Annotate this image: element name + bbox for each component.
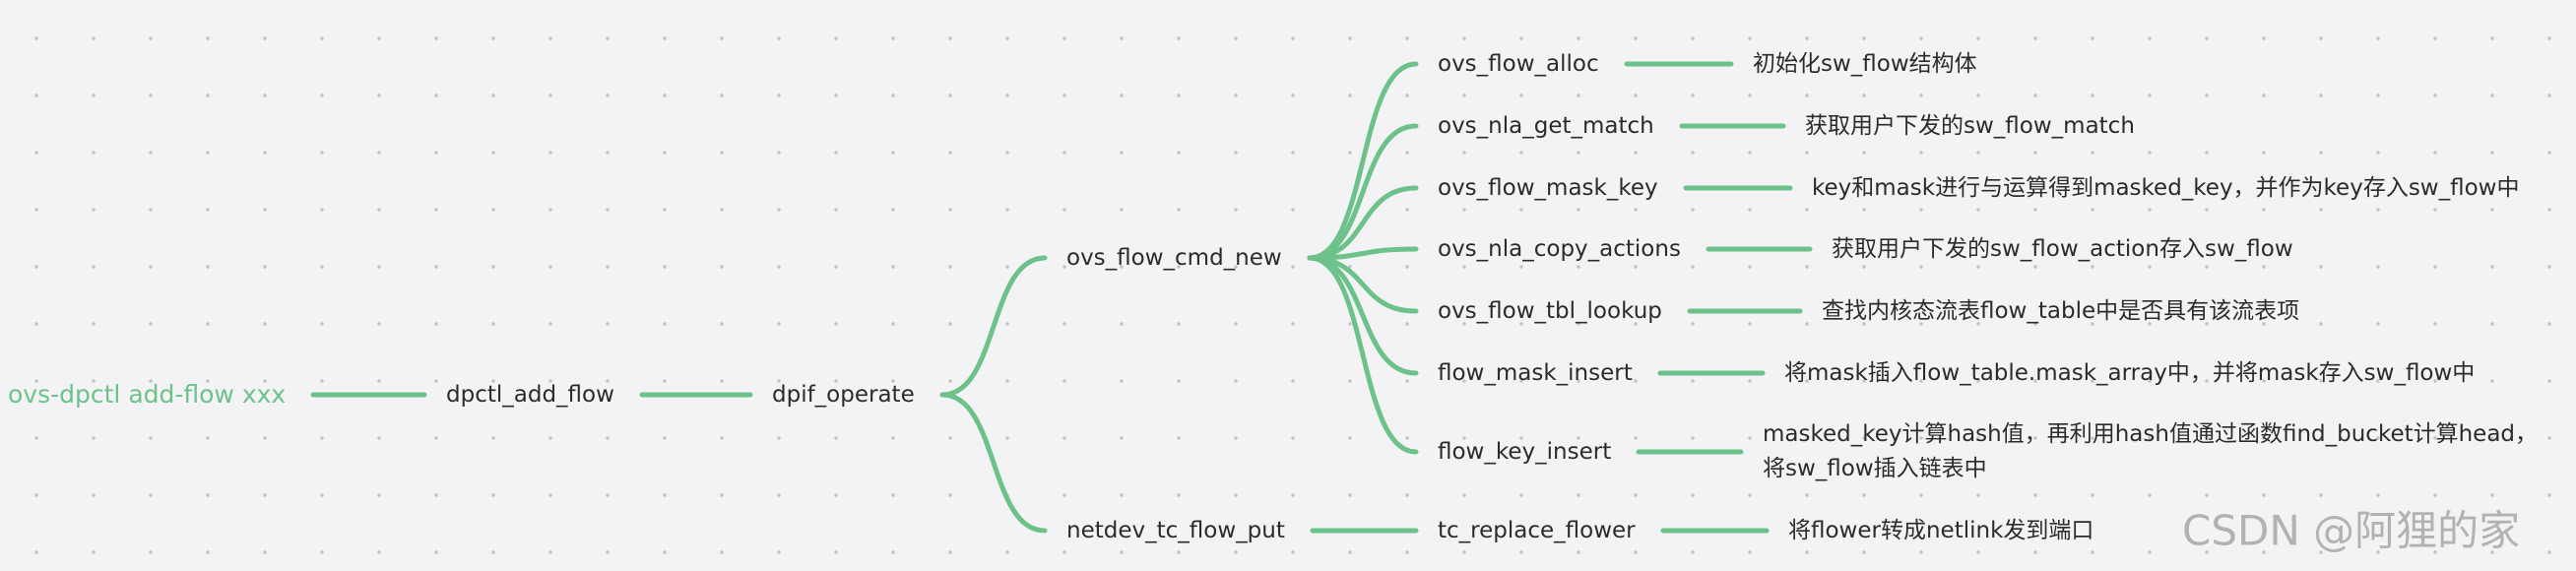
edge-cmdnew-keyins (1307, 255, 1419, 455)
node-flow-mask-insert: flow_mask_insert (1438, 360, 1633, 386)
node-tc-replace-flower: tc_replace_flower (1438, 518, 1636, 543)
desc-tc-replace-flower: 将flower转成netlink发到端口 (1788, 518, 2094, 543)
node-ovs-flow-alloc: ovs_flow_alloc (1438, 51, 1599, 77)
node-ovs-flow-cmd-new: ovs_flow_cmd_new (1066, 245, 1282, 271)
desc-flow-key-insert-line-2: 将sw_flow插入链表中 (1763, 456, 1987, 481)
node-netdev-tc-flow-put: netdev_tc_flow_put (1066, 518, 1285, 543)
watermark: CSDN @阿狸的家 (2182, 506, 2521, 555)
edge-dpif-cmdnew (939, 255, 1048, 398)
desc-flow-key-insert-line-1: masked_key计算hash值，再利用hash值通过函数find_bucke… (1763, 421, 2539, 447)
desc-ovs-flow-tbl-lookup: 查找内核态流表flow_table中是否具有该流表项 (1822, 298, 2300, 324)
edge-cmdnew-maskkey (1307, 185, 1419, 261)
desc-ovs-flow-mask-key: key和mask进行与运算得到masked_key，并作为key存入sw_flo… (1812, 175, 2520, 201)
node-flow-key-insert: flow_key_insert (1438, 439, 1612, 465)
node-dpif-operate: dpif_operate (772, 382, 915, 408)
desc-ovs-flow-alloc: 初始化sw_flow结构体 (1753, 51, 1977, 77)
node-ovs-flow-tbl-lookup: ovs_flow_tbl_lookup (1438, 298, 1662, 324)
node-dpctl-add-flow: dpctl_add_flow (446, 382, 614, 408)
node-ovs-nla-get-match: ovs_nla_get_match (1438, 113, 1654, 139)
edge-cmdnew-maskins (1307, 255, 1419, 376)
edge-dpif-tcput (939, 392, 1048, 534)
desc-ovs-nla-get-match: 获取用户下发的sw_flow_match (1805, 113, 2135, 139)
desc-ovs-nla-copy-actions: 获取用户下发的sw_flow_action存入sw_flow (1832, 236, 2293, 262)
node-ovs-flow-mask-key: ovs_flow_mask_key (1438, 175, 1658, 201)
edge-cmdnew-alloc (1307, 61, 1419, 261)
desc-flow-mask-insert: 将mask插入flow_table.mask_array中，并将mask存入sw… (1784, 360, 2476, 386)
desc-flow-key-insert: masked_key计算hash值，再利用hash值通过函数find_bucke… (1763, 417, 2538, 486)
root-node: ovs-dpctl add-flow xxx (8, 380, 287, 409)
node-ovs-nla-copy-actions: ovs_nla_copy_actions (1438, 236, 1681, 262)
